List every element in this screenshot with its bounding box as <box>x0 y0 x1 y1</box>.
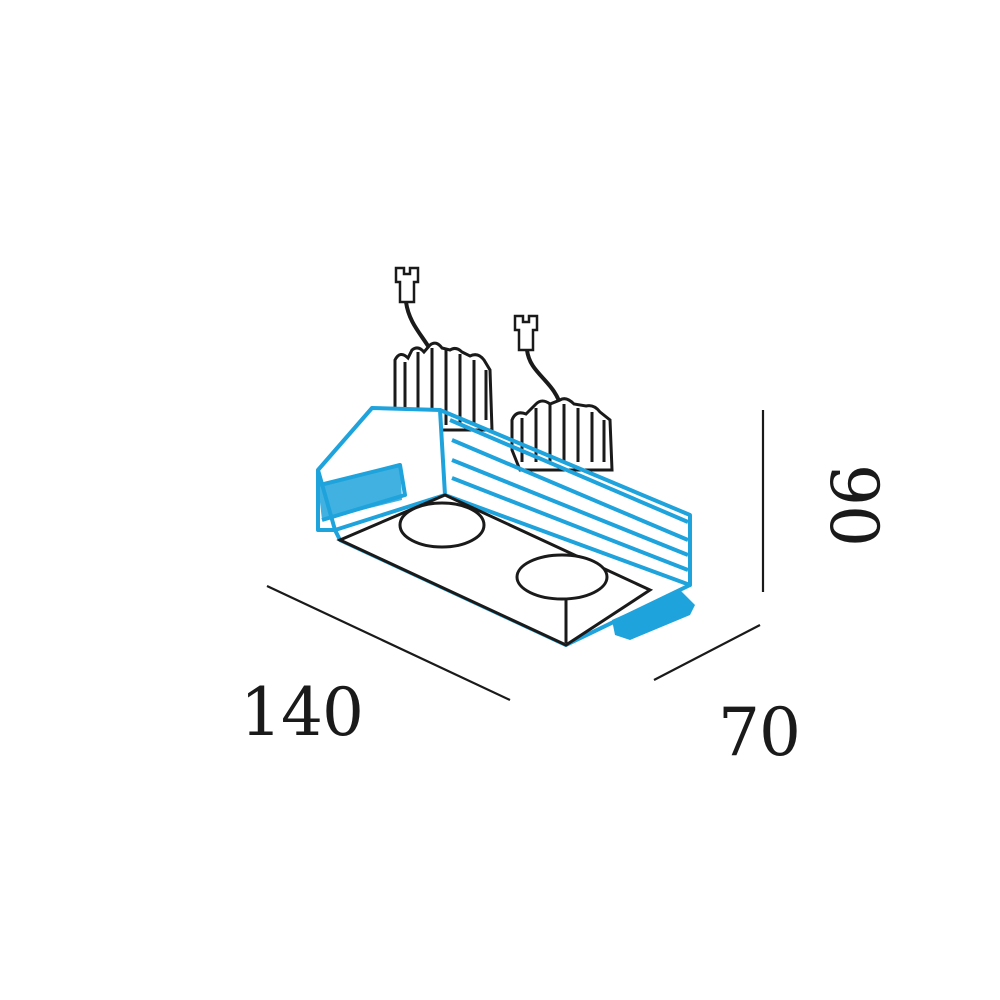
width-dimension-line <box>266 585 511 701</box>
lens-2-icon <box>515 553 609 601</box>
lens-opening <box>336 493 654 647</box>
mounting-tab-side <box>318 465 402 520</box>
lens-1-icon <box>398 501 486 549</box>
width-label: 140 <box>240 674 364 751</box>
mounting-tab <box>612 590 695 640</box>
depth-label: 70 <box>718 694 801 771</box>
depth-dimension-line <box>653 624 761 681</box>
height-label: 90 <box>814 464 892 546</box>
